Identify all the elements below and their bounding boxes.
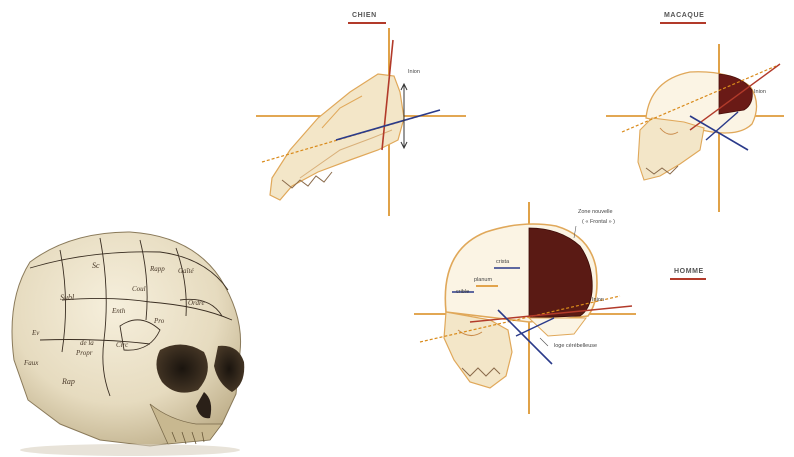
human-inion-label: Inion: [592, 298, 604, 304]
human-new-zone-sub: ( « Frontal » ): [582, 220, 615, 226]
macaque-title-underline: [660, 22, 706, 24]
dog-title-underline: [348, 22, 386, 24]
skull-zone-label: Faux: [24, 360, 38, 367]
human-new-zone-label: Zone nouvelle: [578, 210, 613, 216]
human-skull-diagram: [414, 202, 636, 414]
human-face-shape: [444, 312, 512, 388]
skull-zone-label: Pro: [154, 318, 164, 325]
skull-zone-label: Enth: [112, 308, 125, 315]
human-title-underline: [670, 278, 706, 280]
dog-skull-diagram: [256, 28, 466, 216]
human-planum-label: planum: [474, 278, 492, 284]
phrenology-shadow: [20, 444, 240, 456]
skull-zone-label: Rapp: [150, 266, 165, 273]
human-crible-label: crible: [456, 290, 469, 296]
skull-zone-label: Ordre: [188, 300, 205, 307]
skull-zone-label: Gaîté: [178, 268, 194, 275]
human-cerebellar-leader: [540, 338, 548, 346]
macaque-inion-label: Inion: [754, 90, 766, 96]
skull-zone-label: Circ: [116, 342, 128, 349]
macaque-skull-diagram: [606, 44, 784, 212]
human-title: HOMME: [674, 268, 704, 275]
skull-zone-label: Coul: [132, 286, 146, 293]
dog-inion-label: Inion: [408, 70, 420, 76]
dog-title: CHIEN: [352, 12, 377, 19]
human-cerebellar-fossa: [529, 318, 586, 336]
skull-zone-label: Propr: [76, 350, 92, 357]
macaque-title: MACAQUE: [664, 12, 704, 19]
skull-zone-label: Rap: [62, 378, 75, 386]
human-crista-label: crista: [496, 260, 509, 266]
human-cerebellar-label: loge cérébelleuse: [554, 344, 597, 350]
skull-zone-label: Ev: [32, 330, 39, 337]
macaque-dark-zone: [719, 74, 752, 114]
skull-zone-label: Subl: [60, 294, 74, 302]
skull-zone-label: Sc: [92, 262, 100, 270]
skull-zone-label: de la: [80, 340, 94, 347]
